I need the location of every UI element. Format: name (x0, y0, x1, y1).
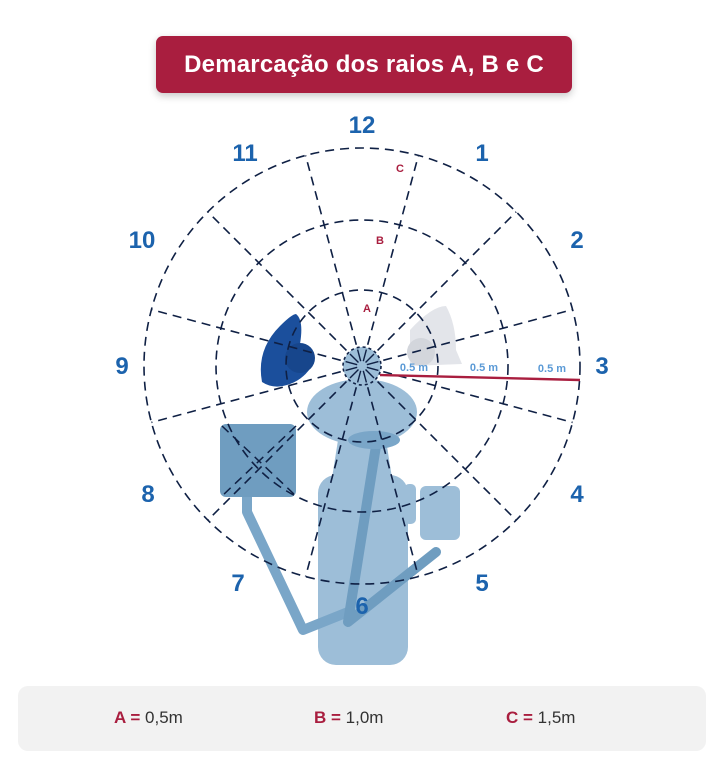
radius-measure-line (379, 373, 581, 382)
assistant-head (407, 338, 435, 366)
clock-6: 6 (355, 593, 368, 620)
clock-2: 2 (570, 227, 583, 254)
hour-spoke (383, 370, 573, 424)
hour-spoke (304, 155, 358, 345)
ring-c (143, 147, 581, 585)
legend-value-c: 1,5m (537, 708, 576, 727)
ring-label-a: A (363, 303, 371, 315)
clock-3: 3 (595, 353, 608, 380)
inner-ring (342, 346, 382, 386)
cabinet-cross (221, 425, 297, 497)
clock-12: 12 (349, 112, 376, 139)
legend-key-b: B = (314, 708, 341, 727)
legend-value-a: 0,5m (145, 708, 183, 727)
ring-b (215, 219, 509, 513)
hour-spoke (304, 387, 358, 577)
title-badge: Demarcação dos raios A, B e C (156, 36, 572, 93)
legend-item-a: A = 0,5m (114, 708, 183, 728)
hub-tick (356, 349, 362, 362)
hub-tick (349, 353, 359, 363)
page-title: Demarcação dos raios A, B e C (184, 50, 544, 78)
hub-tick (345, 360, 358, 366)
hub-tick (362, 349, 368, 362)
light-arm (343, 441, 441, 627)
distance-label-b: 0.5 m (470, 362, 498, 374)
hub-tick (365, 369, 375, 379)
hub-tick (356, 370, 362, 383)
hub-tick (366, 360, 379, 366)
hour-spoke (383, 308, 573, 362)
clock-7: 7 (231, 570, 244, 597)
light-head (348, 431, 400, 449)
hub-tick (366, 366, 379, 372)
ring-label-c: C (396, 163, 404, 175)
clock-1: 1 (475, 140, 488, 167)
legend-item-c: C = 1,5m (506, 708, 575, 728)
distance-label-c: 0.5 m (538, 363, 566, 375)
hour-spoke (376, 380, 517, 521)
clock-8: 8 (141, 481, 154, 508)
legend-item-b: B = 1,0m (314, 708, 383, 728)
clock-4: 4 (570, 481, 584, 508)
clock-5: 5 (475, 570, 488, 597)
clock-9: 9 (115, 353, 128, 380)
legend-key-c: C = (506, 708, 533, 727)
hour-spoke (366, 155, 420, 345)
clock-11: 11 (232, 140, 257, 167)
hour-spoke (151, 370, 341, 424)
hub-tick (345, 366, 358, 372)
cabinet-arm (242, 497, 350, 635)
side-table (420, 486, 460, 540)
legend-key-a: A = (114, 708, 141, 727)
distance-label-a: 0.5 m (400, 362, 428, 374)
ring-a (285, 289, 439, 443)
legend-panel: A = 0,5m B = 1,0m C = 1,5m (18, 686, 706, 751)
hub-tick (349, 369, 359, 379)
legend-value-b: 1,0m (345, 708, 384, 727)
hub-tick (362, 370, 368, 383)
hour-spoke (366, 387, 420, 577)
hour-spoke (207, 380, 348, 521)
hour-spokes (151, 155, 573, 577)
clock-10: 10 (129, 227, 156, 254)
hour-spoke (207, 211, 348, 352)
hub-tick (365, 353, 375, 363)
radius-grid (143, 147, 581, 585)
hour-spoke (376, 211, 517, 352)
hour-spoke (151, 308, 341, 362)
dentist-figure (260, 314, 315, 387)
dentist-head (285, 343, 315, 373)
ring-label-b: B (376, 235, 384, 247)
chair-headrest (307, 379, 417, 445)
